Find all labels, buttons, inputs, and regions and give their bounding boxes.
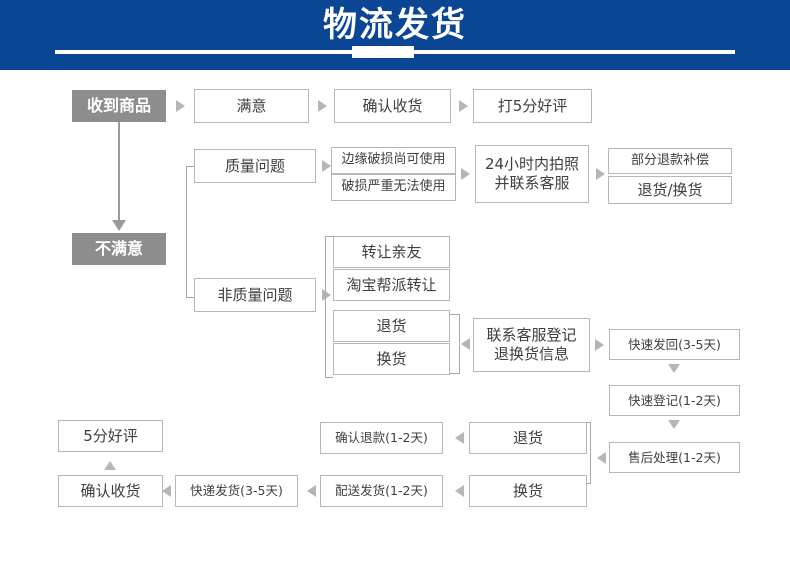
arrow-photo-to-resolution-icon — [596, 168, 605, 180]
node-edge-damage-usable[interactable]: 边缘破损尚可使用 — [331, 147, 456, 174]
bracket-nonquality-options — [325, 236, 333, 378]
node-partial-refund[interactable]: 部分退款补偿 — [608, 148, 732, 174]
node-express-shipment[interactable]: 快递发货(3-5天) — [175, 475, 298, 507]
header-divider-center — [352, 46, 414, 58]
arrow-aftersales-to-returns-icon — [597, 452, 606, 464]
arrow-received-to-satisfied-icon — [176, 100, 185, 112]
arrow-service-to-sendback-icon — [595, 339, 604, 351]
node-contact-service-register[interactable]: 联系客服登记 退换货信息 — [473, 318, 590, 372]
node-return-goods-bottom[interactable]: 退货 — [469, 422, 587, 454]
page-title: 物流发货 — [323, 5, 467, 45]
node-confirm-refund[interactable]: 确认退款(1-2天) — [320, 422, 443, 454]
bracket-issue-split — [186, 166, 198, 298]
node-exchange-goods-bottom[interactable]: 换货 — [469, 475, 587, 507]
arrow-return-to-refund-icon — [455, 432, 464, 444]
arrow-exchange-to-delivery-icon — [455, 485, 464, 497]
node-transfer-to-friend[interactable]: 转让亲友 — [333, 236, 450, 268]
page-header: 物流发货 — [0, 0, 790, 70]
node-five-star-review-top[interactable]: 打5分好评 — [473, 89, 592, 123]
node-non-quality-issue[interactable]: 非质量问题 — [194, 278, 316, 312]
arrow-delivery-to-express-icon — [307, 485, 316, 497]
node-confirm-receipt-top[interactable]: 确认收货 — [334, 89, 451, 123]
header-divider-right — [412, 50, 735, 54]
node-delivery-shipment[interactable]: 配送发货(1-2天) — [320, 475, 443, 507]
flowchart-canvas: 收到商品 满意 确认收货 打5分好评 不满意 质量问题 边缘破损尚可使用 破损严… — [0, 70, 790, 573]
node-fast-send-back[interactable]: 快速发回(3-5天) — [609, 329, 740, 360]
node-after-sales-process[interactable]: 售后处理(1-2天) — [609, 442, 740, 473]
node-satisfied[interactable]: 满意 — [194, 89, 309, 123]
arrow-confirm-to-review-icon — [459, 100, 468, 112]
node-fast-register[interactable]: 快速登记(1-2天) — [609, 385, 740, 416]
node-five-star-review-bottom[interactable]: 5分好评 — [58, 420, 163, 452]
arrow-down-to-unsatisfied-icon — [112, 220, 126, 231]
node-return-goods-mid[interactable]: 退货 — [333, 310, 450, 342]
node-confirm-receipt-bottom[interactable]: 确认收货 — [58, 475, 163, 507]
arrow-confirm-to-review-bottom-icon — [104, 461, 116, 470]
arrow-damage-to-photo-icon — [461, 168, 470, 180]
header-divider-left — [55, 50, 355, 54]
arrow-into-contact-service-icon — [461, 338, 470, 350]
node-received-goods[interactable]: 收到商品 — [72, 90, 166, 122]
node-taobao-gang-transfer[interactable]: 淘宝帮派转让 — [333, 269, 450, 301]
node-exchange-goods-mid[interactable]: 换货 — [333, 343, 450, 375]
node-quality-issue[interactable]: 质量问题 — [194, 149, 316, 183]
arrow-quality-to-damage-icon — [322, 160, 331, 172]
node-severe-damage-unusable[interactable]: 破损严重无法使用 — [331, 174, 456, 201]
arrow-nonquality-to-options-icon — [322, 289, 331, 301]
arrow-satisfied-to-confirm-icon — [318, 100, 327, 112]
arrow-express-to-confirm-icon — [162, 485, 171, 497]
connector-received-to-unsatisfied — [118, 122, 120, 222]
node-not-satisfied[interactable]: 不满意 — [72, 233, 166, 265]
node-photo-within-24h[interactable]: 24小时内拍照 并联系客服 — [475, 145, 589, 203]
arrow-register-to-aftersales-icon — [668, 420, 680, 429]
arrow-sendback-to-register-icon — [668, 364, 680, 373]
node-return-or-exchange[interactable]: 退货/换货 — [608, 176, 732, 204]
bracket-return-exchange-join — [450, 314, 460, 374]
